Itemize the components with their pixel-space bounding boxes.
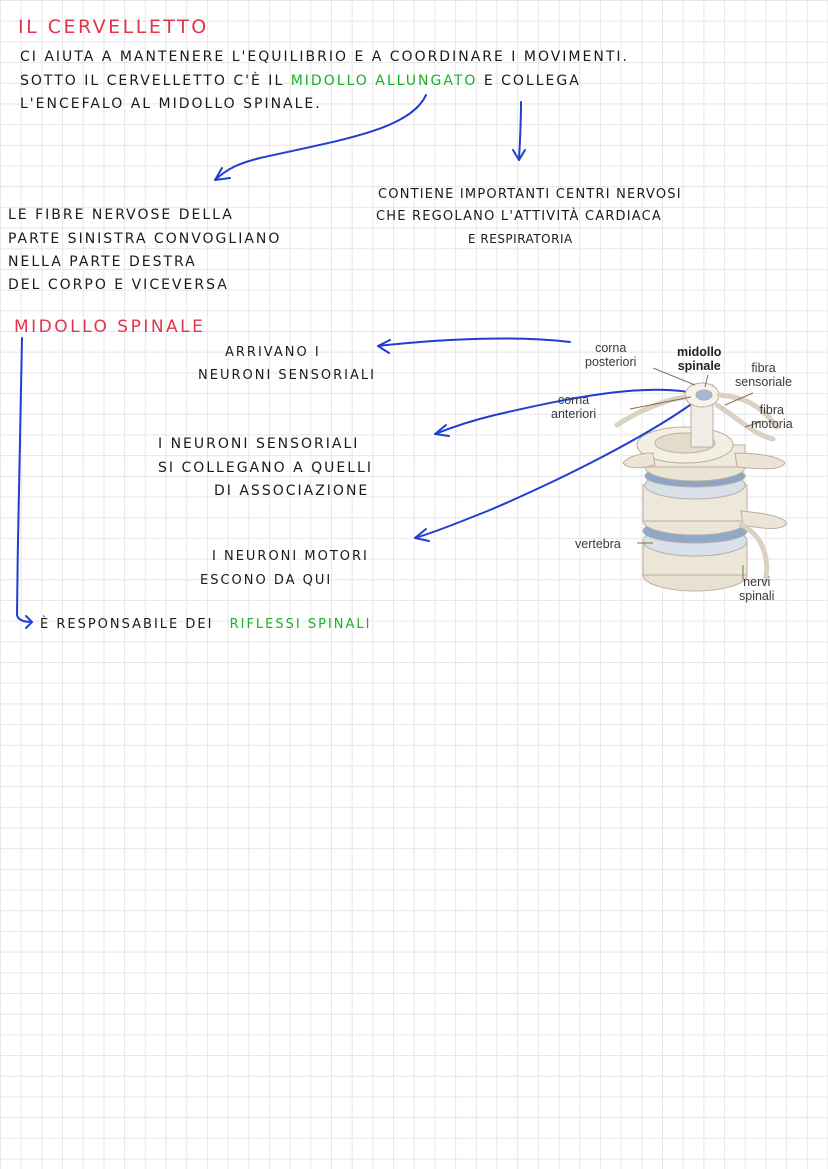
label-corna-posteriori-1: corna — [595, 341, 627, 355]
label-corna-posteriori-2: posteriori — [585, 355, 637, 369]
label-fibra-sensoriale: fibra sensoriale — [735, 361, 792, 389]
riflessi-spinali-highlight: RIFLESSI SPINALI — [229, 617, 372, 632]
spine-diagram: corna posteriori midollo spinale fibra s… — [545, 335, 825, 615]
label-nervi-spinali-1: nervi — [743, 575, 771, 589]
right-note-line-2: CHE REGOLANO L'ATTIVITÀ CARDIACA — [376, 209, 663, 224]
cerebellum-line-1: CI AIUTA A MANTENERE L'EQUILIBRIO E A CO… — [20, 49, 629, 65]
arrow-vertical-bracket — [16, 337, 33, 623]
page-title: IL CERVELLETTO — [18, 16, 209, 38]
cerebellum-line-2: SOTTO IL CERVELLETTO C'È IL MIDOLLO ALLU… — [20, 70, 581, 92]
right-note-line-3: E RESPIRATORIA — [468, 232, 573, 246]
note-b-line-3: DI ASSOCIAZIONE — [214, 483, 370, 499]
note-a-line-1: ARRIVANO I — [225, 345, 321, 360]
arrow-to-right-note — [518, 101, 522, 161]
arrow-to-note-a — [377, 337, 571, 347]
label-midollo-spinale-2: spinale — [677, 359, 721, 373]
label-fibra-motoria: fibra motoria — [751, 403, 793, 431]
label-midollo-spinale: midollo spinale — [677, 345, 721, 373]
label-nervi-spinali-2: spinali — [739, 589, 775, 603]
label-corna-anteriori-1: corna — [557, 393, 590, 407]
label-corna-posteriori: corna posteriori — [585, 341, 636, 369]
note-a-line-2: NEURONI SENSORIALI — [198, 368, 376, 383]
label-corna-anteriori-2: anteriori — [551, 407, 597, 421]
note-b-line-2: SI COLLEGANO A QUELLI — [158, 460, 373, 476]
note-c-line-1: I NEURONI MOTORI — [212, 549, 369, 564]
cerebellum-line-2-end: E COLLEGA — [483, 73, 581, 89]
label-fibra-motoria-1: fibra — [759, 403, 784, 417]
label-fibra-sensoriale-2: sensoriale — [735, 375, 792, 389]
spinal-heading: MIDOLLO SPINALE — [14, 317, 206, 337]
label-vertebra: vertebra — [575, 537, 621, 551]
left-note-line-2: PARTE SINISTRA CONVOGLIANO — [8, 231, 282, 247]
left-note-line-1: LE FIBRE NERVOSE DELLA — [8, 207, 234, 223]
left-note-line-4: DEL CORPO E VICEVERSA — [8, 277, 229, 293]
label-midollo-spinale-1: midollo — [677, 345, 722, 359]
label-corna-anteriori: corna anteriori — [551, 393, 596, 421]
note-b-line-1: I NEURONI SENSORIALI — [158, 436, 360, 452]
reflex-line-start: È RESPONSABILE DEI — [40, 617, 214, 632]
reflex-line: È RESPONSABILE DEI RIFLESSI SPINALI — [40, 614, 371, 636]
note-c-line-2: ESCONO DA QUI — [200, 573, 333, 588]
cerebellum-line-3: L'ENCEFALO AL MIDOLLO SPINALE. — [20, 96, 322, 112]
label-fibra-sensoriale-1: fibra — [751, 361, 776, 375]
midollo-allungato-highlight: MIDOLLO ALLUNGATO — [290, 73, 478, 89]
left-note-line-3: NELLA PARTE DESTRA — [8, 254, 197, 270]
right-note-line-1: CONTIENE IMPORTANTI CENTRI NERVOSI — [378, 187, 682, 202]
spine-illustration — [614, 367, 788, 592]
label-fibra-motoria-2: motoria — [751, 417, 793, 431]
label-nervi-spinali: nervi spinali — [739, 575, 774, 603]
cerebellum-line-2-start: SOTTO IL CERVELLETTO C'È IL — [20, 73, 285, 89]
